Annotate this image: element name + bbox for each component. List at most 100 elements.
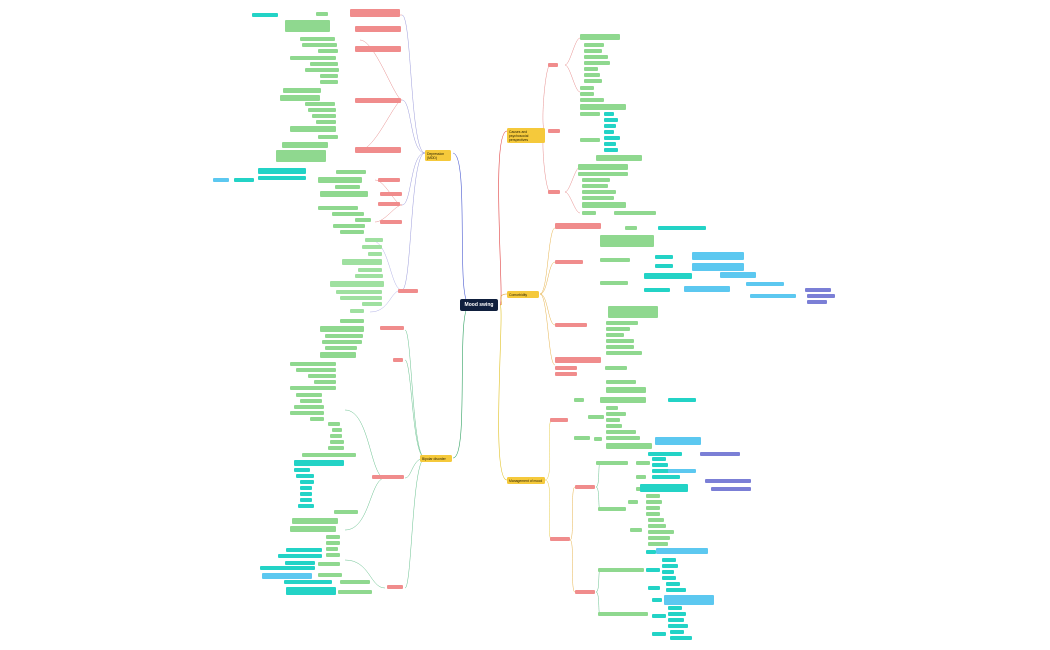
- subnode[interactable]: [598, 612, 648, 616]
- subnode[interactable]: [290, 56, 336, 60]
- subnode[interactable]: [335, 185, 360, 189]
- subnode[interactable]: [580, 104, 626, 110]
- subnode[interactable]: [648, 524, 666, 528]
- subnode[interactable]: [555, 260, 583, 264]
- subnode[interactable]: [606, 351, 642, 355]
- subnode[interactable]: [260, 566, 315, 570]
- subnode[interactable]: [294, 468, 310, 472]
- subnode[interactable]: [594, 437, 602, 441]
- subnode[interactable]: [668, 469, 696, 473]
- subnode[interactable]: [294, 460, 344, 466]
- subnode[interactable]: [646, 512, 660, 516]
- subnode[interactable]: [652, 463, 668, 467]
- subnode[interactable]: [296, 393, 322, 397]
- subnode[interactable]: [606, 406, 618, 410]
- subnode[interactable]: [606, 418, 620, 422]
- subnode[interactable]: [648, 586, 660, 590]
- subnode[interactable]: [664, 595, 714, 605]
- subnode[interactable]: [318, 135, 338, 139]
- subnode[interactable]: [340, 296, 382, 300]
- subnode[interactable]: [580, 86, 594, 90]
- subnode[interactable]: [582, 190, 616, 194]
- subnode[interactable]: [555, 357, 601, 363]
- subnode[interactable]: [318, 177, 362, 183]
- subnode[interactable]: [333, 224, 365, 228]
- subnode[interactable]: [640, 484, 688, 492]
- subnode[interactable]: [555, 372, 577, 376]
- subnode[interactable]: [258, 176, 306, 180]
- subnode[interactable]: [606, 327, 630, 331]
- subnode[interactable]: [318, 49, 338, 53]
- subnode[interactable]: [378, 178, 400, 182]
- subnode[interactable]: [608, 306, 658, 318]
- subnode[interactable]: [604, 136, 620, 140]
- branch-comorbidity[interactable]: Comorbidity: [507, 291, 539, 298]
- subnode[interactable]: [580, 112, 600, 116]
- subnode[interactable]: [282, 142, 328, 148]
- subnode[interactable]: [336, 290, 382, 294]
- subnode[interactable]: [604, 112, 614, 116]
- subnode[interactable]: [296, 474, 314, 478]
- subnode[interactable]: [668, 624, 688, 628]
- subnode[interactable]: [326, 535, 340, 539]
- subnode[interactable]: [316, 120, 336, 124]
- subnode[interactable]: [582, 202, 626, 208]
- subnode[interactable]: [584, 43, 604, 47]
- subnode[interactable]: [355, 26, 401, 32]
- subnode[interactable]: [234, 178, 254, 182]
- subnode[interactable]: [380, 192, 402, 196]
- subnode[interactable]: [625, 226, 637, 230]
- subnode[interactable]: [340, 580, 370, 584]
- subnode[interactable]: [606, 412, 626, 416]
- subnode[interactable]: [652, 632, 666, 636]
- subnode[interactable]: [575, 485, 595, 489]
- subnode[interactable]: [666, 582, 680, 586]
- subnode[interactable]: [662, 564, 678, 568]
- subnode[interactable]: [298, 504, 314, 508]
- subnode[interactable]: [656, 548, 708, 554]
- subnode[interactable]: [358, 268, 382, 272]
- subnode[interactable]: [668, 612, 686, 616]
- subnode[interactable]: [362, 245, 382, 249]
- subnode[interactable]: [646, 506, 660, 510]
- subnode[interactable]: [644, 273, 692, 279]
- subnode[interactable]: [326, 553, 340, 557]
- subnode[interactable]: [606, 430, 636, 434]
- subnode[interactable]: [596, 461, 628, 465]
- subnode[interactable]: [580, 92, 594, 96]
- subnode[interactable]: [340, 230, 364, 234]
- subnode[interactable]: [644, 288, 670, 292]
- subnode[interactable]: [292, 518, 338, 524]
- subnode[interactable]: [300, 480, 314, 484]
- subnode[interactable]: [286, 587, 336, 595]
- subnode[interactable]: [648, 518, 664, 522]
- subnode[interactable]: [606, 345, 634, 349]
- subnode[interactable]: [318, 573, 342, 577]
- subnode[interactable]: [606, 380, 636, 384]
- subnode[interactable]: [555, 323, 587, 327]
- subnode[interactable]: [578, 172, 628, 176]
- branch-depression[interactable]: Depression (MDD): [425, 150, 451, 161]
- subnode[interactable]: [548, 63, 558, 67]
- subnode[interactable]: [326, 541, 340, 545]
- subnode[interactable]: [213, 178, 229, 182]
- subnode[interactable]: [746, 282, 784, 286]
- subnode[interactable]: [630, 528, 642, 532]
- subnode[interactable]: [605, 366, 627, 370]
- subnode[interactable]: [387, 585, 403, 589]
- subnode[interactable]: [322, 340, 362, 344]
- subnode[interactable]: [555, 366, 577, 370]
- subnode[interactable]: [305, 102, 335, 106]
- subnode[interactable]: [606, 443, 652, 449]
- subnode[interactable]: [648, 536, 670, 540]
- subnode[interactable]: [582, 178, 610, 182]
- subnode[interactable]: [285, 20, 330, 32]
- subnode[interactable]: [662, 570, 674, 574]
- subnode[interactable]: [302, 453, 356, 457]
- subnode[interactable]: [283, 88, 321, 93]
- subnode[interactable]: [662, 558, 676, 562]
- subnode[interactable]: [290, 386, 336, 390]
- subnode[interactable]: [584, 73, 600, 77]
- subnode[interactable]: [584, 67, 598, 71]
- subnode[interactable]: [362, 302, 382, 306]
